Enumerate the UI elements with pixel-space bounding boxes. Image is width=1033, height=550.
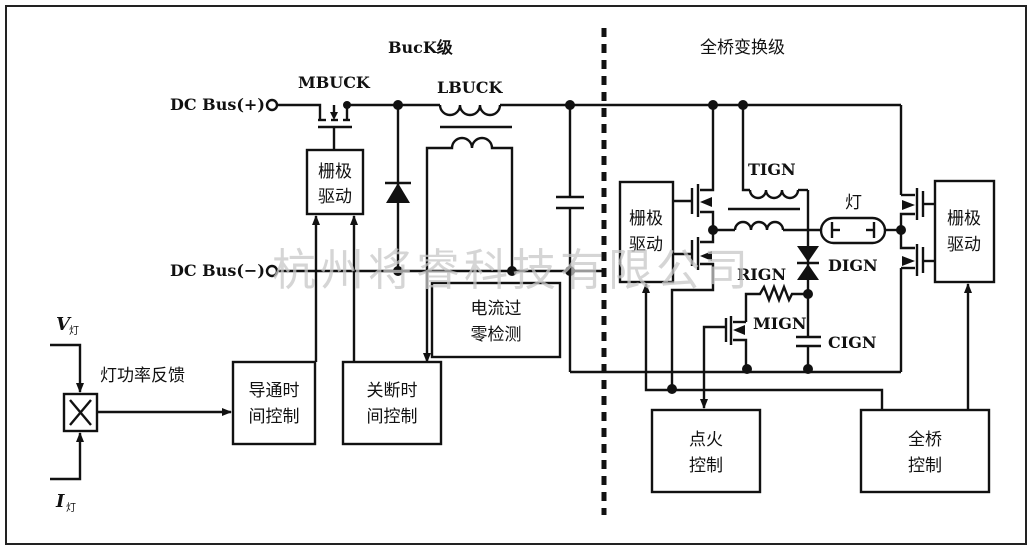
bridge-control-line2: 控制 bbox=[908, 456, 942, 476]
on-time-line1: 导通时 bbox=[249, 381, 300, 401]
zero-cross-line2: 零检测 bbox=[471, 325, 522, 345]
lamp-label: 灯 bbox=[845, 193, 862, 213]
right-high-mosfet bbox=[899, 188, 935, 230]
v-lamp-symbol: V bbox=[56, 314, 72, 335]
off-time-control-box bbox=[341, 360, 443, 446]
bridge-control-line1: 全桥 bbox=[908, 430, 942, 450]
cign-label: CIGN bbox=[828, 333, 877, 352]
power-multiplier bbox=[62, 392, 99, 433]
i-lamp-subscript: 灯 bbox=[66, 502, 76, 514]
off-time-line1: 关断时 bbox=[367, 381, 418, 401]
tign-transformer bbox=[713, 105, 822, 240]
buck-stage: DC Bus(+) DC Bus(−) MBUCK LBUCK bbox=[50, 73, 604, 514]
cign-capacitor bbox=[796, 294, 821, 369]
outer-frame bbox=[5, 5, 1027, 545]
watermark: 杭州将睿科技有限公司 bbox=[272, 245, 752, 296]
left-high-mosfet bbox=[673, 105, 715, 226]
gate-drive-left-line2: 驱动 bbox=[629, 235, 663, 255]
dc-bus-pos-terminal bbox=[265, 98, 279, 112]
buck-stage-title: BucK级 bbox=[388, 38, 454, 57]
ignition-control-box bbox=[650, 408, 762, 494]
i-lamp-symbol: I bbox=[55, 491, 65, 512]
bridge-control-box bbox=[859, 408, 991, 494]
ignition-line2: 控制 bbox=[689, 456, 723, 476]
dign-label: DIGN bbox=[828, 256, 878, 275]
lbuck-label: LBUCK bbox=[437, 78, 503, 97]
rign-resistor bbox=[744, 283, 808, 322]
full-bridge-stage: 栅极 驱动 TIGN 灯 bbox=[604, 100, 996, 494]
mign-mosfet bbox=[700, 316, 748, 409]
dign-diode bbox=[797, 240, 819, 296]
v-lamp-subscript: 灯 bbox=[69, 325, 79, 337]
gate-drive-buck-box bbox=[305, 148, 365, 216]
freewheel-diode bbox=[385, 105, 411, 271]
left-low-mosfet bbox=[670, 230, 715, 388]
gate-drive-left-box bbox=[618, 180, 675, 284]
gate-drive-right-line1: 栅极 bbox=[947, 209, 981, 229]
right-low-mosfet bbox=[899, 230, 935, 276]
on-time-line2: 间控制 bbox=[249, 407, 300, 427]
tign-label: TIGN bbox=[748, 160, 796, 179]
ignition-line1: 点火 bbox=[689, 430, 723, 450]
dc-bus-neg-label: DC Bus(−) bbox=[170, 261, 265, 280]
zero-cross-line1: 电流过 bbox=[471, 299, 522, 319]
lamp bbox=[819, 216, 901, 245]
gate-drive-left-line1: 栅极 bbox=[629, 209, 663, 229]
lbuck-inductor bbox=[425, 103, 604, 357]
mbuck-label: MBUCK bbox=[298, 73, 371, 92]
gate-drive-right-line2: 驱动 bbox=[947, 235, 981, 255]
off-time-line2: 间控制 bbox=[367, 407, 418, 427]
rign-label: RIGN bbox=[737, 265, 786, 284]
gate-drive-buck-line1: 栅极 bbox=[318, 162, 352, 182]
gate-drive-right-box bbox=[933, 179, 996, 284]
lamp-power-feedback-label: 灯功率反馈 bbox=[100, 366, 185, 386]
mign-label: MIGN bbox=[753, 314, 806, 333]
mbuck-mosfet bbox=[277, 101, 352, 150]
buck-output-capacitor bbox=[556, 100, 604, 374]
dc-bus-pos-label: DC Bus(+) bbox=[170, 95, 265, 114]
zero-cross-box bbox=[430, 281, 562, 359]
gate-drive-buck-line2: 驱动 bbox=[318, 187, 352, 207]
bridge-stage-title: 全桥变换级 bbox=[700, 38, 785, 58]
on-time-control-box bbox=[231, 360, 317, 446]
